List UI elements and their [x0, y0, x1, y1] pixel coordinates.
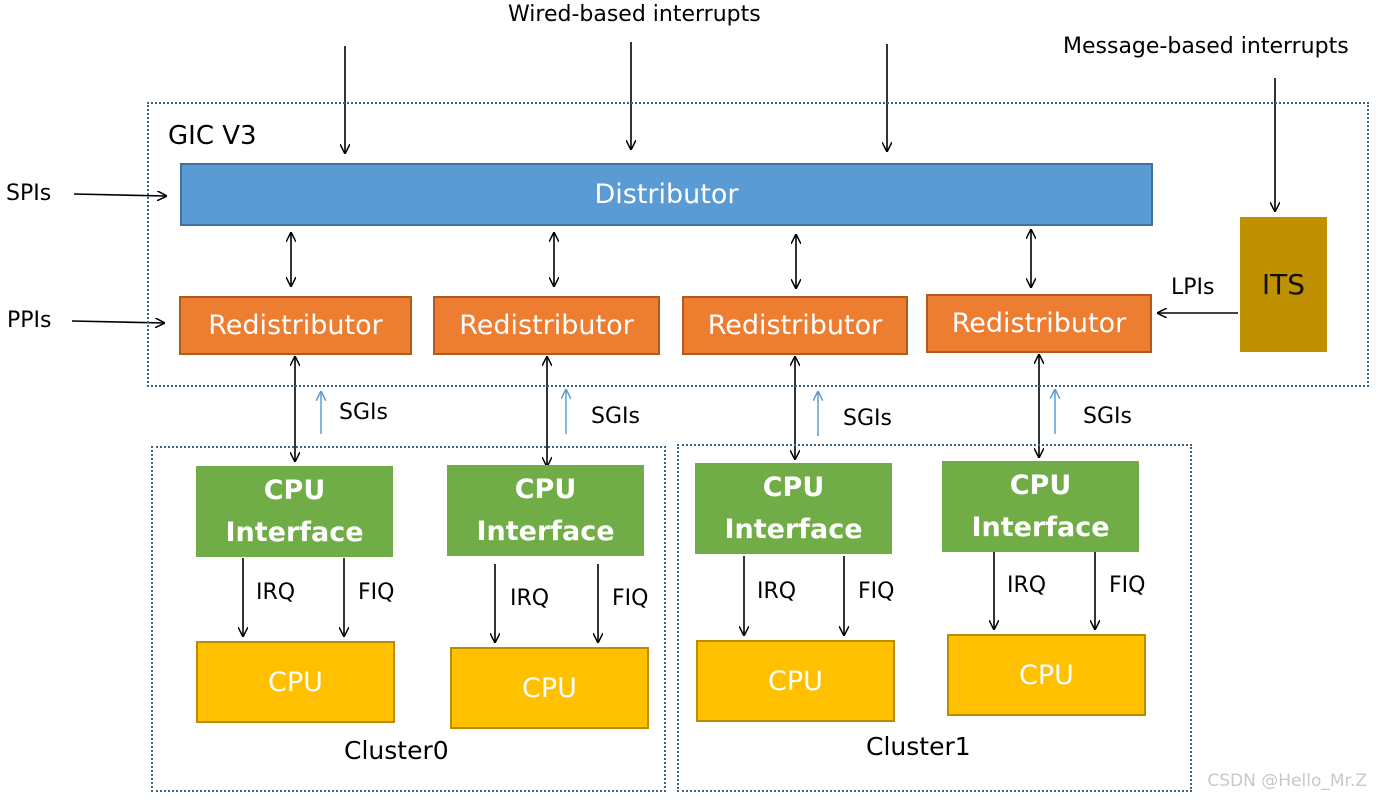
sgis-label-4: SGIs [1083, 404, 1132, 429]
cpu-interface-line2: Interface [476, 515, 615, 547]
cpu-block-3: CPU [696, 640, 895, 722]
wired-interrupts-label: Wired-based interrupts [508, 2, 761, 27]
sgis-label-1: SGIs [339, 400, 388, 425]
irq-label-3: IRQ [757, 579, 797, 604]
redistributor-1: Redistributor [179, 296, 412, 355]
irq-label-2: IRQ [510, 586, 550, 611]
cpu-interface-2: CPU Interface [447, 465, 644, 556]
sgis-label-3: SGIs [843, 406, 892, 431]
cluster1-region [677, 444, 1192, 792]
cpu-block-4: CPU [947, 634, 1146, 716]
cpu-interface-line2: Interface [724, 513, 863, 545]
cpu-interface-line1: CPU [1009, 469, 1072, 501]
spis-label: SPIs [6, 181, 52, 206]
redistributor-4: Redistributor [926, 294, 1152, 353]
cluster0-label: Cluster0 [344, 736, 449, 765]
its-block: ITS [1240, 217, 1327, 352]
watermark-text: CSDN @Hello_Mr.Z [1207, 771, 1367, 791]
fiq-label-3: FIQ [858, 579, 895, 604]
cluster0-region [151, 446, 666, 792]
cpu-interface-line1: CPU [762, 471, 825, 503]
cpu-interface-line1: CPU [514, 473, 577, 505]
cpu-interface-line2: Interface [225, 516, 364, 548]
fiq-label-1: FIQ [358, 580, 395, 605]
gic-title: GIC V3 [168, 121, 257, 151]
irq-label-4: IRQ [1007, 573, 1047, 598]
gic-v3-region [147, 102, 1369, 387]
irq-label-1: IRQ [256, 580, 296, 605]
message-interrupts-label: Message-based interrupts [1063, 34, 1349, 59]
cpu-interface-4: CPU Interface [942, 461, 1139, 552]
cpu-interface-3: CPU Interface [695, 463, 892, 554]
fiq-label-2: FIQ [612, 586, 649, 611]
fiq-label-4: FIQ [1109, 573, 1146, 598]
cpu-interface-line2: Interface [971, 511, 1110, 543]
cpu-interface-1: CPU Interface [196, 466, 393, 557]
distributor-block: Distributor [180, 163, 1153, 226]
spis-arrow [73, 194, 166, 196]
cpu-interface-line1: CPU [263, 474, 326, 506]
cpu-block-1: CPU [196, 641, 395, 723]
cpu-block-2: CPU [450, 647, 649, 729]
lpis-label: LPIs [1171, 275, 1215, 300]
ppis-label: PPIs [7, 308, 52, 333]
sgis-label-2: SGIs [591, 404, 640, 429]
redistributor-3: Redistributor [682, 296, 908, 355]
redistributor-2: Redistributor [433, 296, 660, 355]
cluster1-label: Cluster1 [866, 732, 971, 761]
